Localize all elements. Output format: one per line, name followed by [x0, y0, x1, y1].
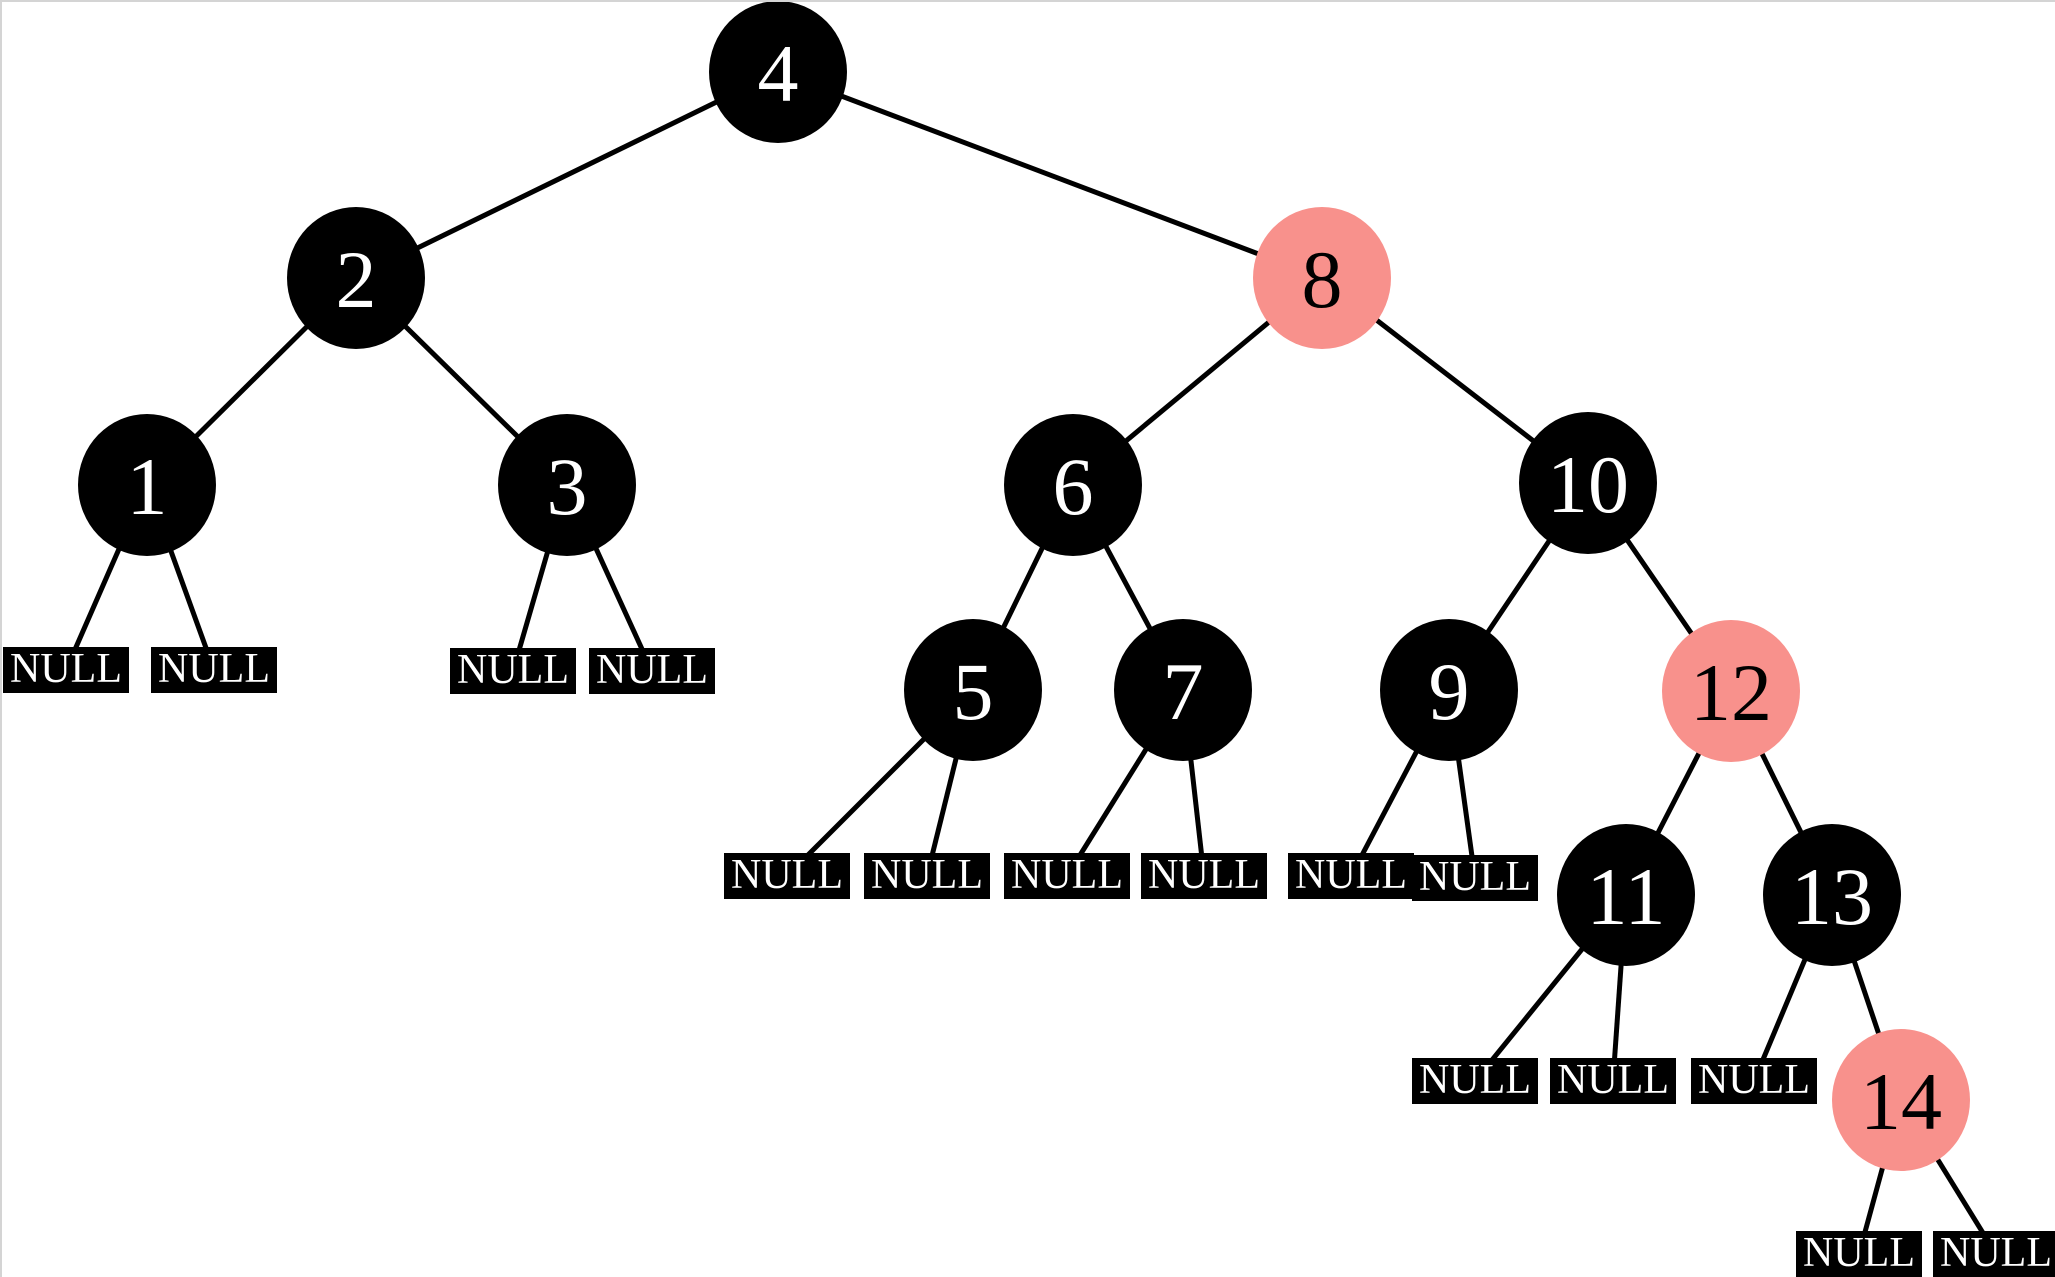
null-leaf: NULL	[3, 647, 129, 693]
null-leaf: NULL	[1691, 1058, 1817, 1104]
tree-edge	[777, 69, 1323, 281]
tree-node-14: 14	[1832, 1029, 1970, 1171]
tree-node-label: 5	[952, 646, 994, 737]
null-leaf: NULL	[1933, 1231, 2055, 1277]
null-leaf: NULL	[589, 648, 715, 694]
null-leaf: NULL	[1796, 1231, 1922, 1277]
tree-node-3: 3	[498, 414, 636, 556]
tree-node-label: 3	[546, 441, 588, 532]
null-leaf: NULL	[450, 648, 576, 694]
tree-node-label: 12	[1690, 647, 1772, 738]
tree-node-4: 4	[709, 1, 847, 143]
tree-node-10: 10	[1519, 412, 1657, 554]
null-leaf: NULL	[1004, 853, 1130, 899]
null-leaf-label: NULL	[596, 647, 708, 693]
tree-node-label: 7	[1162, 646, 1204, 737]
null-leaf: NULL	[864, 853, 990, 899]
tree-node-label: 13	[1791, 851, 1873, 942]
tree-node-label: 6	[1052, 441, 1094, 532]
tree-node-13: 13	[1763, 824, 1901, 966]
tree-node-label: 8	[1301, 234, 1343, 325]
null-leaf: NULL	[1412, 1058, 1538, 1104]
null-leaf-label: NULL	[1011, 852, 1123, 898]
null-leaf: NULL	[1288, 853, 1414, 899]
tree-node-11: 11	[1557, 824, 1695, 966]
tree-edge	[354, 69, 780, 281]
null-leaf-label: NULL	[1940, 1230, 2052, 1276]
null-leaf-label: NULL	[457, 647, 569, 693]
tree-node-label: 10	[1547, 439, 1629, 530]
null-leaf: NULL	[1550, 1058, 1676, 1104]
null-leaf-label: NULL	[158, 646, 270, 692]
tree-node-9: 9	[1380, 619, 1518, 761]
null-leaf-label: NULL	[10, 646, 122, 692]
tree-node-label: 14	[1860, 1056, 1942, 1147]
tree-node-8: 8	[1253, 207, 1391, 349]
null-leaf-label: NULL	[1148, 852, 1260, 898]
null-leaf-label: NULL	[731, 852, 843, 898]
tree-node-5: 5	[904, 619, 1042, 761]
tree-node-7: 7	[1114, 619, 1252, 761]
tree-node-2: 2	[287, 207, 425, 349]
null-leaf-label: NULL	[1295, 852, 1407, 898]
frame-border-left	[0, 0, 2, 1277]
null-leaf-label: NULL	[1419, 1057, 1531, 1103]
null-leaf-label: NULL	[871, 852, 983, 898]
tree-node-6: 6	[1004, 414, 1142, 556]
tree-node-label: 11	[1586, 851, 1666, 942]
frame-border-top	[0, 0, 2055, 2]
null-leaf-label: NULL	[1803, 1230, 1915, 1276]
null-leaf: NULL	[1141, 853, 1267, 899]
null-leaf: NULL	[1412, 855, 1538, 901]
tree-node-label: 1	[126, 441, 168, 532]
tree-node-label: 9	[1428, 646, 1470, 737]
tree-node-1: 1	[78, 414, 216, 556]
tree-node-12: 12	[1662, 620, 1800, 762]
tree-node-label: 4	[757, 28, 799, 119]
tree-node-label: 2	[335, 234, 377, 325]
null-leaf: NULL	[724, 853, 850, 899]
null-leaf-label: NULL	[1698, 1057, 1810, 1103]
null-leaf: NULL	[151, 647, 277, 693]
null-leaf-label: NULL	[1557, 1057, 1669, 1103]
null-leaf-label: NULL	[1419, 854, 1531, 900]
